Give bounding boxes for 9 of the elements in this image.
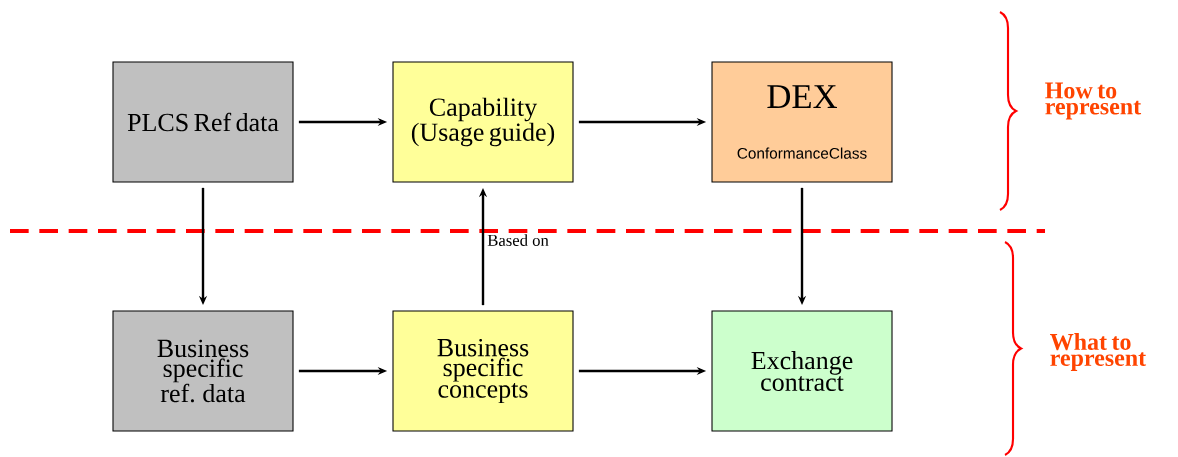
process-box: PLCS Ref data bbox=[112, 61, 294, 183]
process-box: DEX ConformanceClass bbox=[711, 61, 893, 183]
process-box: Business specific ref. data bbox=[112, 310, 294, 432]
region-label: What to represent bbox=[1050, 333, 1147, 371]
process-box: Business specific concepts bbox=[392, 310, 574, 432]
process-box: Capability (Usage guide) bbox=[392, 61, 574, 183]
process-box: Exchange contract bbox=[711, 310, 893, 432]
region-label: How to represent bbox=[1045, 82, 1142, 120]
edge-label: Based on bbox=[485, 232, 551, 248]
